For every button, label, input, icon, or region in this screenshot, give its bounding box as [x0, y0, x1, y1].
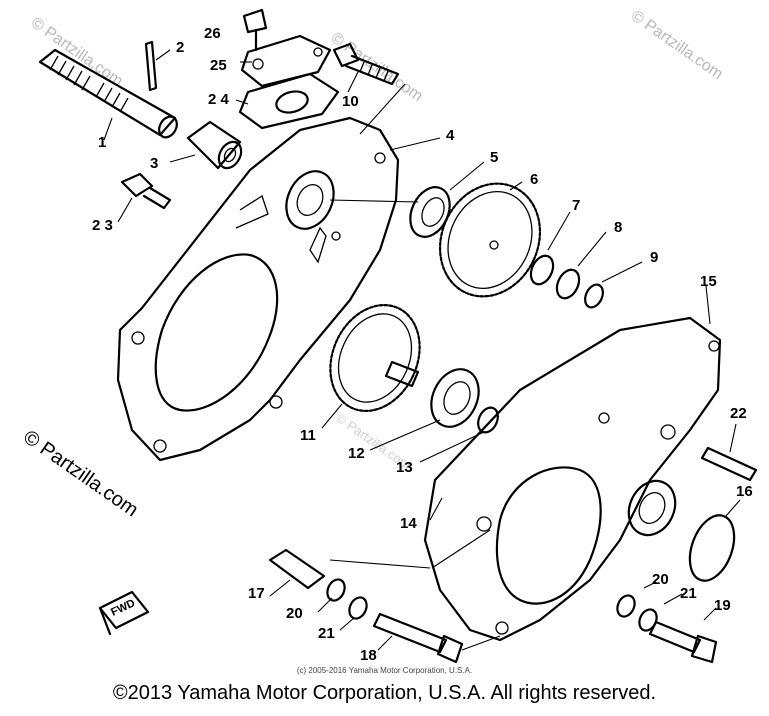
circlip-part-13 — [419, 406, 499, 463]
housing-part-4 — [116, 116, 441, 462]
part-label-20-left: 20 — [286, 605, 303, 622]
assembly-lines — [431, 529, 501, 651]
watermark-top-right: © Partzilla.com — [628, 7, 726, 83]
bearing-part-12 — [369, 368, 480, 451]
part-label-15: 15 — [700, 273, 717, 290]
cover-part-15 — [423, 285, 722, 642]
part-label-8: 8 — [614, 219, 622, 236]
part-label-24: 2 4 — [208, 91, 230, 108]
fwd-arrow: FWD — [98, 590, 150, 636]
bolt-part-22 — [700, 423, 758, 482]
part-labels: 1 2 3 4 5 6 7 8 9 10 11 12 13 14 15 16 1… — [92, 25, 753, 664]
part-label-17: 17 — [248, 585, 265, 602]
gear-part-11 — [321, 303, 421, 429]
part-label-20-right: 20 — [652, 571, 669, 588]
gear-part-6 — [438, 181, 542, 298]
screw-part-26 — [242, 8, 268, 52]
cover-plate-part-25 — [240, 34, 332, 88]
pin-part-2 — [144, 40, 171, 92]
watermark-left-dark: © Partzilla.com — [19, 426, 142, 521]
bushing-part-3 — [169, 120, 243, 170]
washer-part-8 — [555, 231, 607, 300]
washer-part-21-right — [638, 593, 683, 632]
diagram-small-copyright: (c) 2005-2016 Yamaha Motor Corporation, … — [296, 666, 473, 675]
part-label-1: 1 — [98, 134, 106, 151]
watermark-top-left: © Partzilla.com — [28, 14, 126, 90]
part-label-22: 22 — [730, 405, 747, 422]
part-label-6: 6 — [530, 171, 538, 188]
part-label-21-left: 21 — [318, 625, 335, 642]
part-label-10: 10 — [342, 93, 359, 110]
bolt-part-19 — [648, 607, 718, 664]
washer-part-7 — [529, 211, 571, 286]
part-label-9: 9 — [650, 249, 658, 266]
bolt-part-18 — [372, 612, 464, 664]
part-label-19: 19 — [714, 597, 731, 614]
worm-shaft-part-1 — [38, 48, 178, 141]
part-label-26: 26 — [204, 25, 221, 42]
part-label-5: 5 — [490, 149, 498, 166]
circlip-part-9 — [584, 261, 643, 309]
bolt-part-10 — [332, 42, 406, 135]
part-label-4: 4 — [446, 127, 455, 144]
washer-part-20-right — [616, 581, 657, 618]
part-label-2: 2 — [176, 39, 184, 56]
part-label-7: 7 — [572, 197, 580, 214]
ring-part-16 — [688, 499, 741, 582]
part-label-16: 16 — [736, 483, 753, 500]
part-label-18: 18 — [360, 647, 377, 664]
part-label-11: 11 — [300, 427, 316, 444]
washer-part-21-left — [339, 596, 368, 631]
washer-part-20-left — [317, 578, 346, 613]
dowel-part-17 — [268, 548, 431, 597]
gasket-part-24 — [235, 72, 340, 130]
footer-copyright: ©2013 Yamaha Motor Corporation, U.S.A. A… — [112, 682, 657, 704]
part-label-23: 2 3 — [92, 217, 113, 234]
part-label-21-right: 21 — [680, 585, 697, 602]
bolt-part-23 — [117, 172, 172, 223]
part-label-3: 3 — [150, 155, 158, 172]
part-label-13: 13 — [396, 459, 413, 476]
part-label-25: 25 — [210, 57, 227, 74]
part-label-12: 12 — [348, 445, 365, 462]
part-label-14: 14 — [400, 515, 417, 532]
